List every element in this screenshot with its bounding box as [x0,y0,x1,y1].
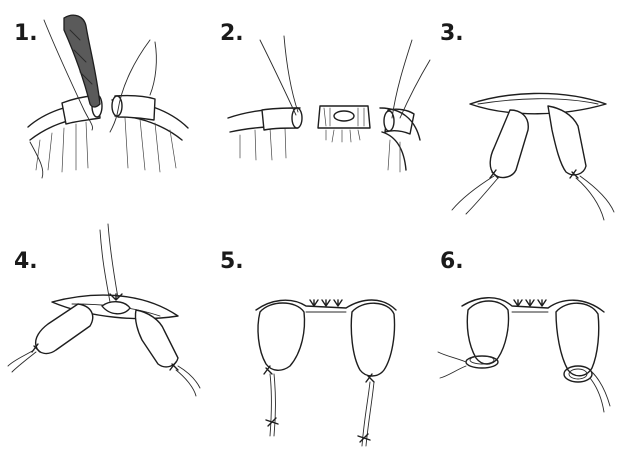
panel-6-label: 6. [440,249,464,274]
panel-1-label: 1. [14,21,38,46]
panel-4-label: 4. [14,249,38,274]
panel-5-label: 5. [220,249,244,274]
panel-1-illustration [28,15,188,178]
panel-6-illustration [438,298,610,412]
panel-5-illustration [256,300,396,446]
stitch-marks [514,300,546,306]
panel-2-label: 2. [220,21,244,46]
panel-6: 6. [438,249,610,412]
panel-3: 3. [440,21,614,220]
panel-5: 5. [220,249,396,446]
panel-1: 1. [14,15,188,178]
stitch-marks [310,300,342,306]
panel-4: 4. [8,224,200,396]
panel-3-illustration [452,93,614,220]
panel-2-illustration [228,36,430,172]
panel-3-label: 3. [440,21,464,46]
panel-2: 2. [220,21,430,172]
